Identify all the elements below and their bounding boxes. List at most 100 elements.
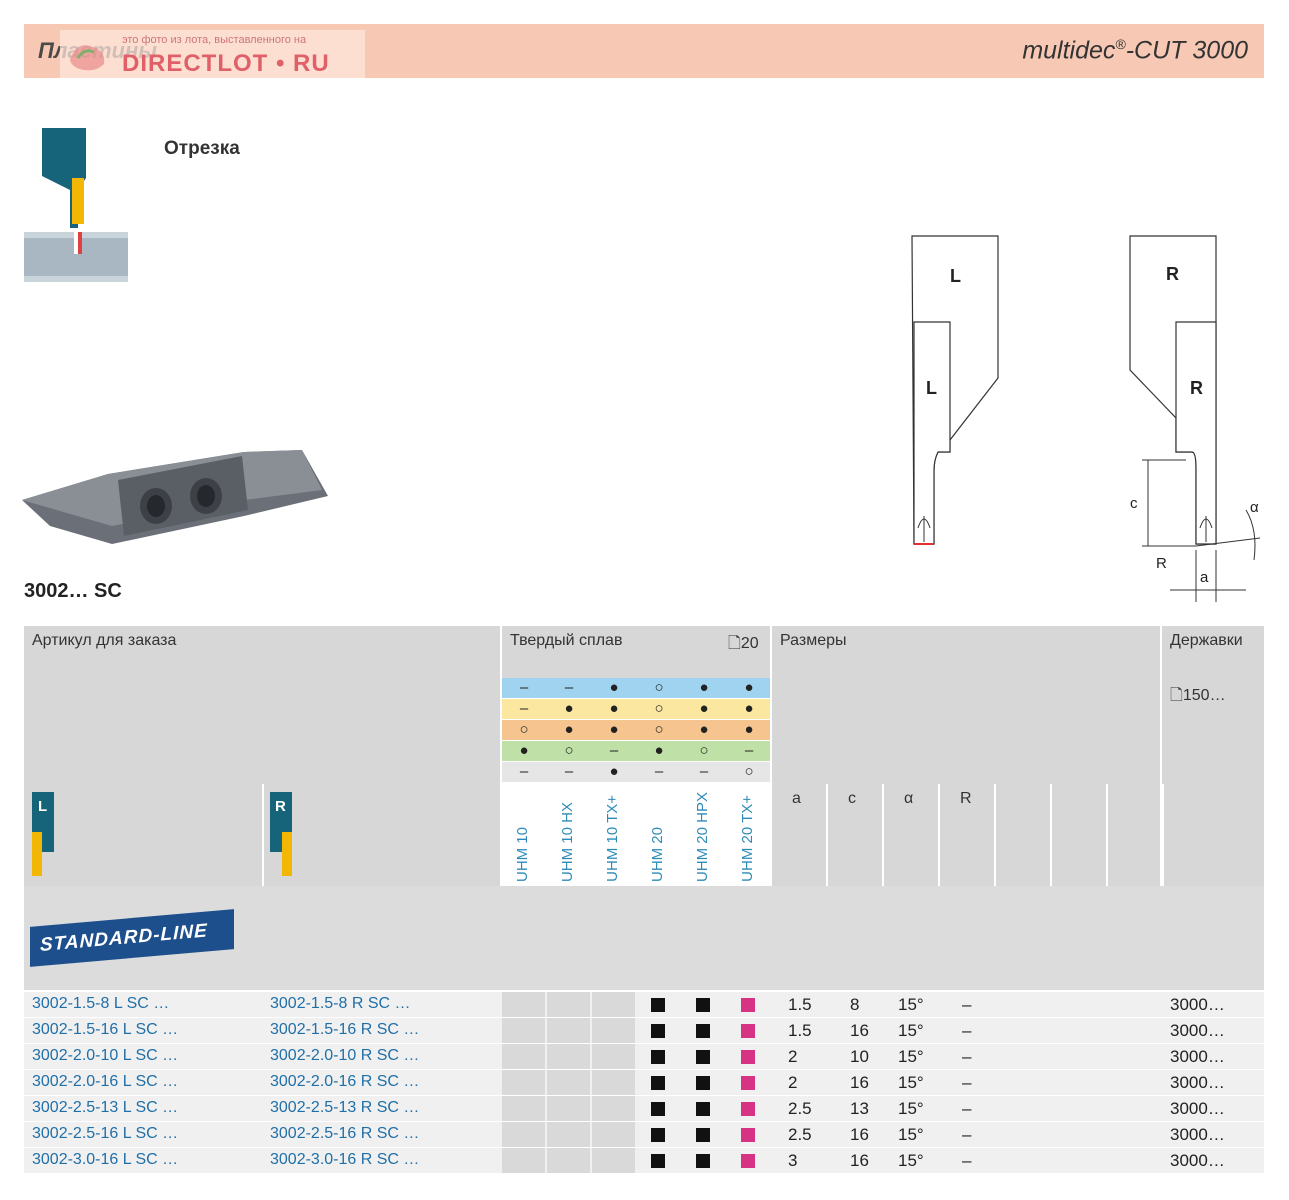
left-hand-icon: L — [32, 792, 56, 878]
available-square-icon — [651, 1076, 665, 1090]
dim-c-value: 13 — [850, 1099, 869, 1118]
dim-column-divider — [1162, 784, 1164, 886]
suitability-symbol: – — [519, 763, 529, 780]
available-square-icon — [651, 1024, 665, 1038]
article-left[interactable]: 3002-2.0-16 L SC … — [32, 1073, 179, 1090]
article-left[interactable]: 3002-1.5-8 L SC … — [32, 995, 170, 1012]
article-right[interactable]: 3002-1.5-8 R SC … — [270, 995, 411, 1012]
article-left[interactable]: 3002-1.5-16 L SC … — [32, 1021, 179, 1038]
suitability-symbol: ● — [519, 742, 529, 759]
dim-a-value: 2.5 — [788, 1125, 812, 1144]
article-left[interactable]: 3002-3.0-16 L SC … — [32, 1151, 179, 1168]
availability-cell — [637, 1122, 680, 1147]
grade-column-header: UHM 20 — [637, 784, 680, 886]
availability-cell — [547, 1044, 590, 1069]
column-divider — [500, 626, 502, 886]
availability-cell — [592, 1044, 635, 1069]
suitability-symbol: ● — [744, 721, 754, 738]
left-hand-label: L — [38, 798, 48, 815]
dim-label-a: a — [1200, 569, 1209, 586]
holder-value: 3000… — [1170, 1073, 1225, 1092]
column-carbide-header: Твердый сплав — [510, 632, 623, 649]
suitability-row — [502, 741, 770, 761]
availability-cell — [592, 1122, 635, 1147]
dim-c-value: 16 — [850, 1151, 869, 1170]
availability-cell — [727, 1018, 770, 1043]
dim-column-divider — [1050, 784, 1052, 886]
article-right[interactable]: 3002-2.0-16 R SC … — [270, 1073, 420, 1090]
suitability-symbol: ● — [744, 679, 754, 696]
suitability-symbol: ● — [609, 721, 619, 738]
drawing-label-l-insert: L — [926, 378, 937, 398]
suitability-symbol: ○ — [744, 763, 754, 780]
technical-drawing: L L R R c α R a — [911, 235, 1261, 602]
article-left[interactable]: 3002-2.0-10 L SC … — [32, 1047, 179, 1064]
availability-cell — [547, 1070, 590, 1095]
suitability-symbol: ○ — [564, 742, 574, 759]
dim-r-value: – — [962, 995, 972, 1014]
dim-label-c: c — [1130, 495, 1138, 512]
availability-cell — [727, 1096, 770, 1121]
dim-alpha-value: 15° — [898, 1073, 924, 1092]
article-right[interactable]: 3002-2.5-16 R SC … — [270, 1125, 420, 1142]
dim-alpha-value: 15° — [898, 1151, 924, 1170]
column-dims-header: Размеры — [780, 632, 847, 649]
availability-cell — [637, 1070, 680, 1095]
watermark-logo-icon — [70, 45, 105, 71]
article-right[interactable]: 3002-2.5-13 R SC … — [270, 1099, 420, 1116]
availability-cell — [547, 1122, 590, 1147]
holder-value: 3000… — [1170, 1047, 1225, 1066]
suitability-symbol: ○ — [699, 742, 709, 759]
availability-cell — [682, 1044, 725, 1069]
article-right[interactable]: 3002-2.0-10 R SC … — [270, 1047, 420, 1064]
availability-cell — [547, 992, 590, 1017]
holder-value: 3000… — [1170, 1151, 1225, 1170]
new-square-icon — [741, 998, 755, 1012]
available-square-icon — [696, 1050, 710, 1064]
suitability-symbol: – — [699, 763, 709, 780]
suitability-symbol: ● — [564, 700, 574, 717]
dim-a-value: 2.5 — [788, 1099, 812, 1118]
holder-value: 3000… — [1170, 1021, 1225, 1040]
article-right[interactable]: 3002-3.0-16 R SC … — [270, 1151, 420, 1168]
holders-ref-number: 150… — [1182, 687, 1226, 704]
availability-cell — [547, 1148, 590, 1173]
grade-label: UHM 10 TX+ — [604, 795, 621, 882]
dim-r-value: – — [962, 1021, 972, 1040]
availability-cell — [727, 992, 770, 1017]
availability-cell — [502, 1070, 545, 1095]
suitability-symbol: – — [744, 742, 754, 759]
suitability-symbol: ● — [654, 742, 664, 759]
drawing-label-l-top: L — [950, 266, 961, 286]
column-divider — [262, 784, 264, 886]
suitability-symbol: ○ — [654, 679, 664, 696]
availability-cell — [592, 992, 635, 1017]
available-square-icon — [651, 1102, 665, 1116]
grade-label: UHM 20 HPX — [694, 791, 711, 882]
product-name: multidec — [1022, 36, 1116, 65]
dim-label-r: R — [1156, 555, 1167, 572]
new-square-icon — [741, 1024, 755, 1038]
suitability-row — [502, 699, 770, 719]
availability-cell — [502, 1148, 545, 1173]
availability-cell — [727, 1122, 770, 1147]
grade-column-header: UHM 20 HPX — [682, 784, 725, 886]
available-square-icon — [696, 1154, 710, 1168]
watermark: это фото из лота, выставленного на DIREC… — [60, 30, 365, 78]
article-right[interactable]: 3002-1.5-16 R SC … — [270, 1021, 420, 1038]
suitability-symbol: ● — [609, 679, 619, 696]
dim-c-value: 16 — [850, 1073, 869, 1092]
availability-cell — [637, 1018, 680, 1043]
insert-code: 3002… SC — [24, 580, 122, 602]
column-holders-header: Державки — [1170, 632, 1243, 649]
available-square-icon — [696, 998, 710, 1012]
dim-a-value: 1.5 — [788, 995, 812, 1014]
availability-cell — [637, 1096, 680, 1121]
suitability-row — [502, 678, 770, 698]
drawing-label-r-insert: R — [1190, 378, 1203, 398]
grade-column-header: UHM 20 TX+ — [727, 784, 770, 886]
header-dims-bg — [772, 626, 1160, 886]
column-article-header: Артикул для заказа — [32, 632, 177, 649]
article-left[interactable]: 3002-2.5-13 L SC … — [32, 1099, 179, 1116]
article-left[interactable]: 3002-2.5-16 L SC … — [32, 1125, 179, 1142]
